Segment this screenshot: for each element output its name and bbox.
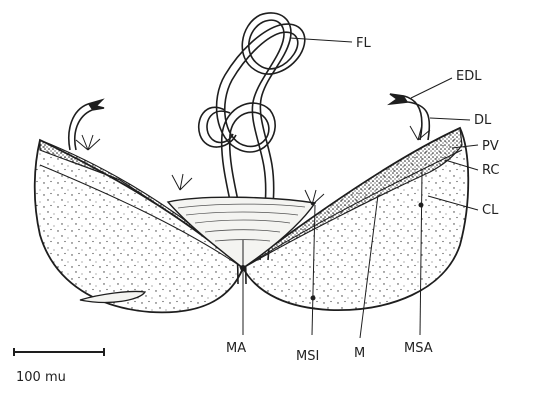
label-ma: MA <box>226 341 246 356</box>
scale-bar-label: 100 mu <box>16 370 66 385</box>
cell-body <box>35 128 469 312</box>
label-fl: FL <box>356 36 371 51</box>
label-pv: PV <box>482 139 499 154</box>
horns <box>69 94 430 150</box>
label-cl: CL <box>482 203 499 218</box>
label-edl: EDL <box>456 69 482 84</box>
scale-bar: 100 mu <box>14 348 104 385</box>
label-dl: DL <box>474 113 492 128</box>
label-msi: MSI <box>296 349 319 364</box>
label-m: M <box>354 346 365 361</box>
label-rc: RC <box>482 163 499 178</box>
label-msa: MSA <box>404 341 433 356</box>
